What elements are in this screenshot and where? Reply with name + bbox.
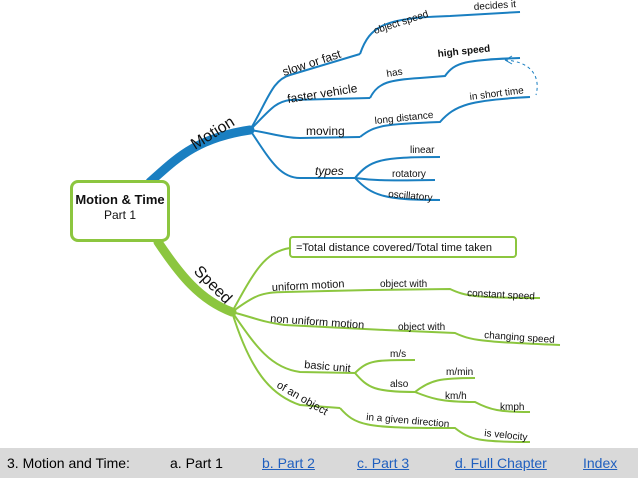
branch-long-distance (359, 96, 531, 138)
branch-moving (249, 129, 361, 140)
part-2-link[interactable]: b. Part 2 (262, 455, 315, 471)
central-title: Motion & Time (75, 192, 165, 207)
branch-mmin (414, 377, 476, 393)
arrow-head (504, 55, 513, 65)
also-label: also (390, 379, 409, 390)
object-speed-label: object speed (373, 9, 430, 37)
uniform-motion-label: uniform motion (272, 278, 345, 294)
kmph-label: kmph (500, 402, 524, 413)
high-speed-label: high speed (437, 44, 491, 60)
branch-slow-or-fast (249, 53, 361, 131)
branch-basic-unit (231, 311, 356, 374)
branch-types (249, 129, 355, 179)
ms-label: m/s (390, 349, 406, 360)
branch-object-speed (359, 11, 521, 55)
current-part-label: a. Part 1 (170, 455, 223, 471)
chapter-title: 3. Motion and Time: (7, 455, 130, 471)
branch-non-uniform (231, 311, 386, 331)
changing-speed-label: changing speed (484, 330, 555, 346)
central-topic: Motion & Time Part 1 (70, 180, 170, 242)
footer-navigation: 3. Motion and Time: a. Part 1 b. Part 2 … (0, 448, 638, 478)
branch-direction (339, 407, 531, 443)
non-uniform-motion-label: non uniform motion (270, 313, 365, 332)
part-3-link[interactable]: c. Part 3 (357, 455, 410, 471)
of-an-object-label: of an object (275, 379, 330, 418)
is-velocity-label: is velocity (484, 428, 528, 443)
has-label: has (386, 67, 404, 80)
branch-rotatory (354, 177, 436, 182)
speed-trunk (153, 237, 237, 317)
formula-text: =Total distance covered/Total time taken (296, 242, 492, 254)
object-with-1-label: object with (380, 279, 427, 290)
moving-label: moving (306, 124, 345, 138)
mind-map: Motion slow or fast object speed decides… (70, 0, 561, 444)
basic-unit-label: basic unit (304, 359, 351, 375)
constant-speed-label: constant speed (467, 288, 535, 303)
object-with-2-label: object with (398, 322, 445, 333)
rotatory-label: rotatory (392, 169, 426, 180)
mind-map-canvas: Motion slow or fast object speed decides… (145, 0, 561, 444)
decides-it-label: decides it (473, 0, 516, 13)
mmin-label: m/min (446, 367, 473, 378)
branch-has (369, 57, 521, 99)
branch-constant (369, 287, 541, 299)
branch-changing (384, 329, 561, 346)
oscillatory-label: oscillatory (388, 189, 433, 204)
central-subtitle: Part 1 (103, 208, 136, 222)
index-link[interactable]: Index (583, 455, 618, 471)
branch-oscillatory (354, 177, 441, 201)
branch-linear (354, 156, 441, 179)
kmh-label: km/h (445, 391, 467, 402)
motion-trunk (145, 125, 255, 187)
branch-formula (231, 247, 291, 313)
branch-kmh (414, 391, 531, 413)
feedback-arrow (504, 59, 538, 96)
branch-also (354, 372, 416, 393)
full-chapter-link[interactable]: d. Full Chapter (455, 455, 547, 471)
branch-of-an-object (231, 311, 341, 409)
branch-uniform (231, 289, 371, 313)
types-label: types (315, 164, 344, 178)
slow-or-fast-label: slow or fast (281, 47, 344, 79)
branch-faster-vehicle (249, 97, 371, 131)
formula-box (289, 236, 517, 258)
faster-vehicle-label: faster vehicle (286, 81, 358, 106)
linear-label: linear (410, 145, 435, 156)
branch-ms (354, 359, 416, 374)
